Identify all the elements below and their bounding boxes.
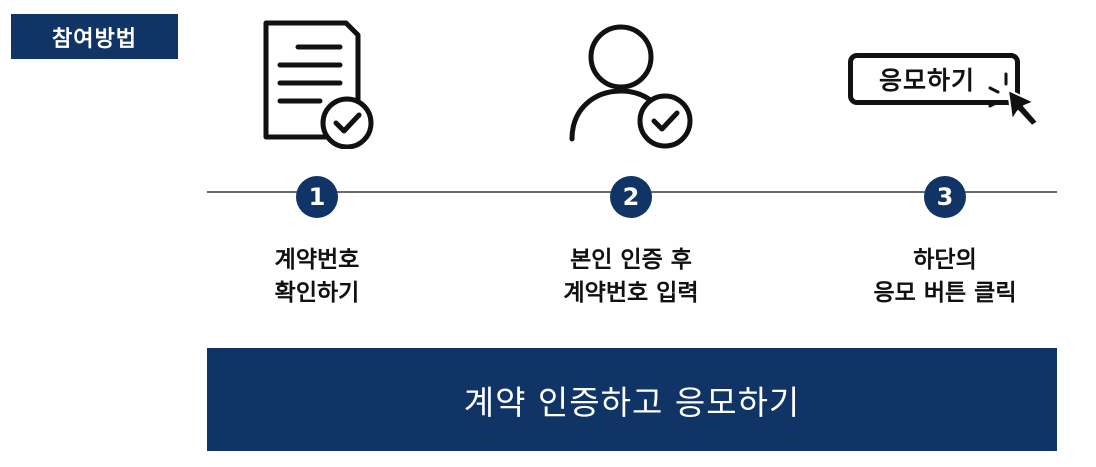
step-label-2: 본인 인증 후 계약번호 입력 [511, 244, 751, 310]
step-label-3: 하단의 응모 버튼 클릭 [825, 244, 1065, 310]
document-check-icon [263, 20, 374, 149]
step-label-1-line2: 확인하기 [274, 280, 360, 306]
verify-and-enter-button[interactable]: 계약 인증하고 응모하기 [207, 348, 1057, 451]
step-number-2: 2 [610, 176, 652, 218]
click-button-icon: 응모하기 [846, 50, 1046, 130]
step-label-1-line1: 계약번호 [274, 247, 360, 273]
icon-button-frame: 응모하기 [848, 53, 1020, 105]
step-label-2-line2: 계약번호 입력 [563, 280, 699, 306]
step-number-3: 3 [924, 176, 966, 218]
step-number-1: 1 [296, 176, 338, 218]
user-check-icon [569, 24, 693, 149]
step-label-3-line1: 하단의 [913, 247, 977, 273]
section-title-badge: 참여방법 [11, 14, 178, 59]
cursor-icon [988, 72, 1039, 127]
step-label-3-line2: 응모 버튼 클릭 [873, 280, 1017, 306]
icon-button-label: 응모하기 [879, 66, 976, 95]
step-label-2-line1: 본인 인증 후 [570, 247, 692, 273]
step-label-1: 계약번호 확인하기 [197, 244, 437, 310]
